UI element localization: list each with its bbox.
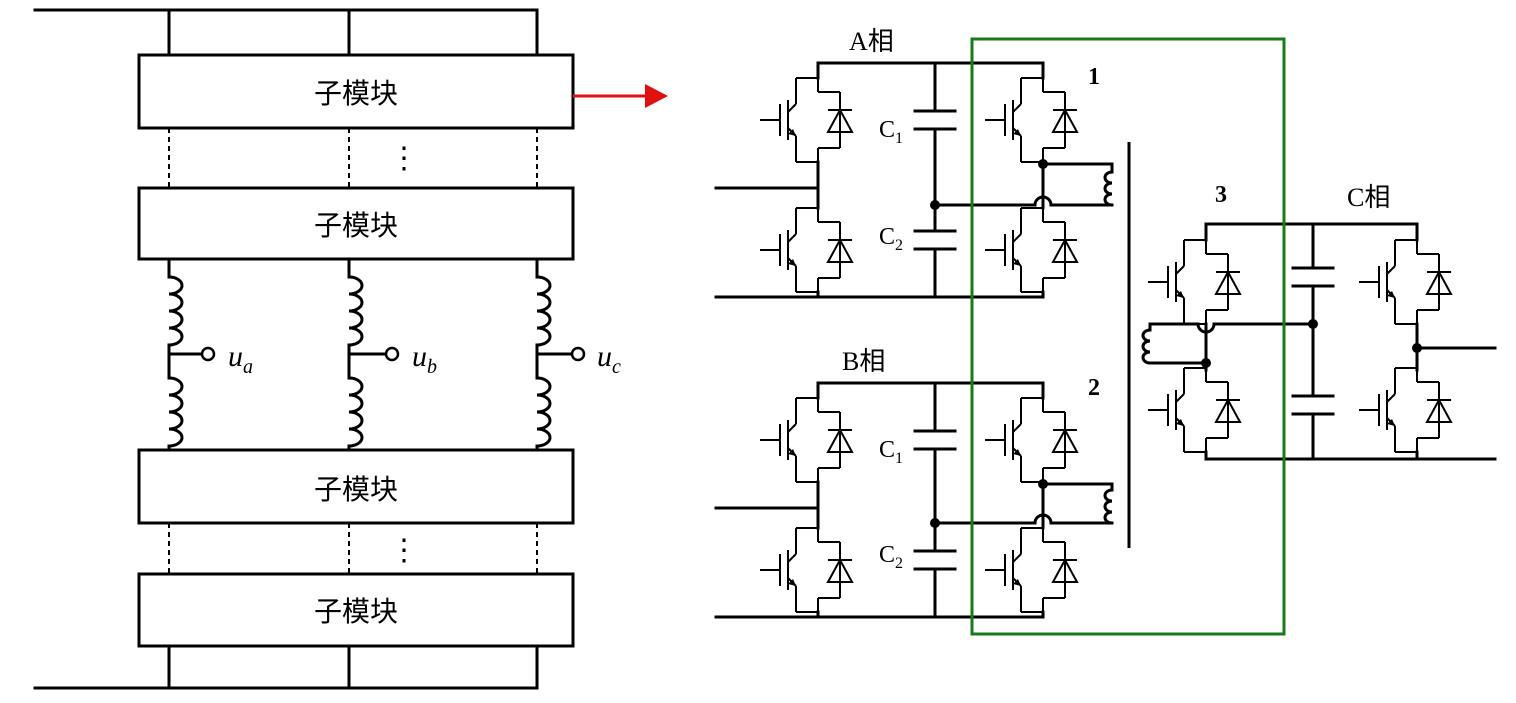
transformer-winding-b (1103, 488, 1113, 525)
phase-a-circuit: A相 C1 C2 1 (714, 27, 1114, 299)
phase-a-label: A相 (849, 27, 894, 56)
cap-c2-label-b: C2 (879, 542, 903, 572)
submodule-4-label: 子模块 (314, 596, 398, 628)
submodule-1-label: 子模块 (314, 78, 398, 110)
submodule-2 (137, 186, 575, 261)
transformer-winding-c (1141, 328, 1151, 365)
output-label-b: ub (412, 340, 437, 378)
inductor-c-upper (536, 275, 552, 347)
number-3: 3 (1215, 182, 1227, 208)
arm-inductors (167, 257, 586, 452)
submodule-1 (137, 53, 575, 130)
inductor-a-upper (168, 275, 184, 347)
output-label-a: ua (228, 340, 253, 378)
submodule-2-label: 子模块 (314, 210, 398, 242)
output-terminal-c (570, 346, 586, 362)
transformer-winding-a (1103, 170, 1113, 207)
ellipsis-lower: ⋮ (389, 534, 419, 567)
mmc-arms: 子模块 ⋮ 子模块 (33, 8, 621, 690)
expand-arrow (573, 84, 668, 108)
submodule-3 (137, 448, 575, 525)
inductor-a-lower (168, 376, 184, 448)
phase-b-circuit: B相 C1 C2 2 (714, 347, 1114, 619)
phase-b-label: B相 (842, 347, 885, 376)
inductor-b-lower (348, 376, 364, 448)
number-1: 1 (1088, 64, 1100, 90)
isolation-highlight-box (970, 37, 1286, 636)
output-label-c: uc (597, 340, 621, 378)
inductor-c-lower (536, 376, 552, 448)
submodule-4 (137, 572, 575, 648)
phase-c-label: C相 (1347, 183, 1390, 212)
inductor-b-upper (348, 275, 364, 347)
cap-c2-label-a: C2 (879, 224, 903, 254)
submodule-3-label: 子模块 (314, 474, 398, 506)
number-2: 2 (1088, 375, 1100, 401)
phase-c-circuit: C相 3 (1141, 182, 1497, 461)
output-terminal-b (384, 346, 400, 362)
cap-c1-label-b: C1 (879, 437, 903, 467)
output-terminal-a (200, 346, 216, 362)
cap-c1-label-a: C1 (879, 117, 903, 147)
ellipsis-upper: ⋮ (389, 142, 419, 175)
